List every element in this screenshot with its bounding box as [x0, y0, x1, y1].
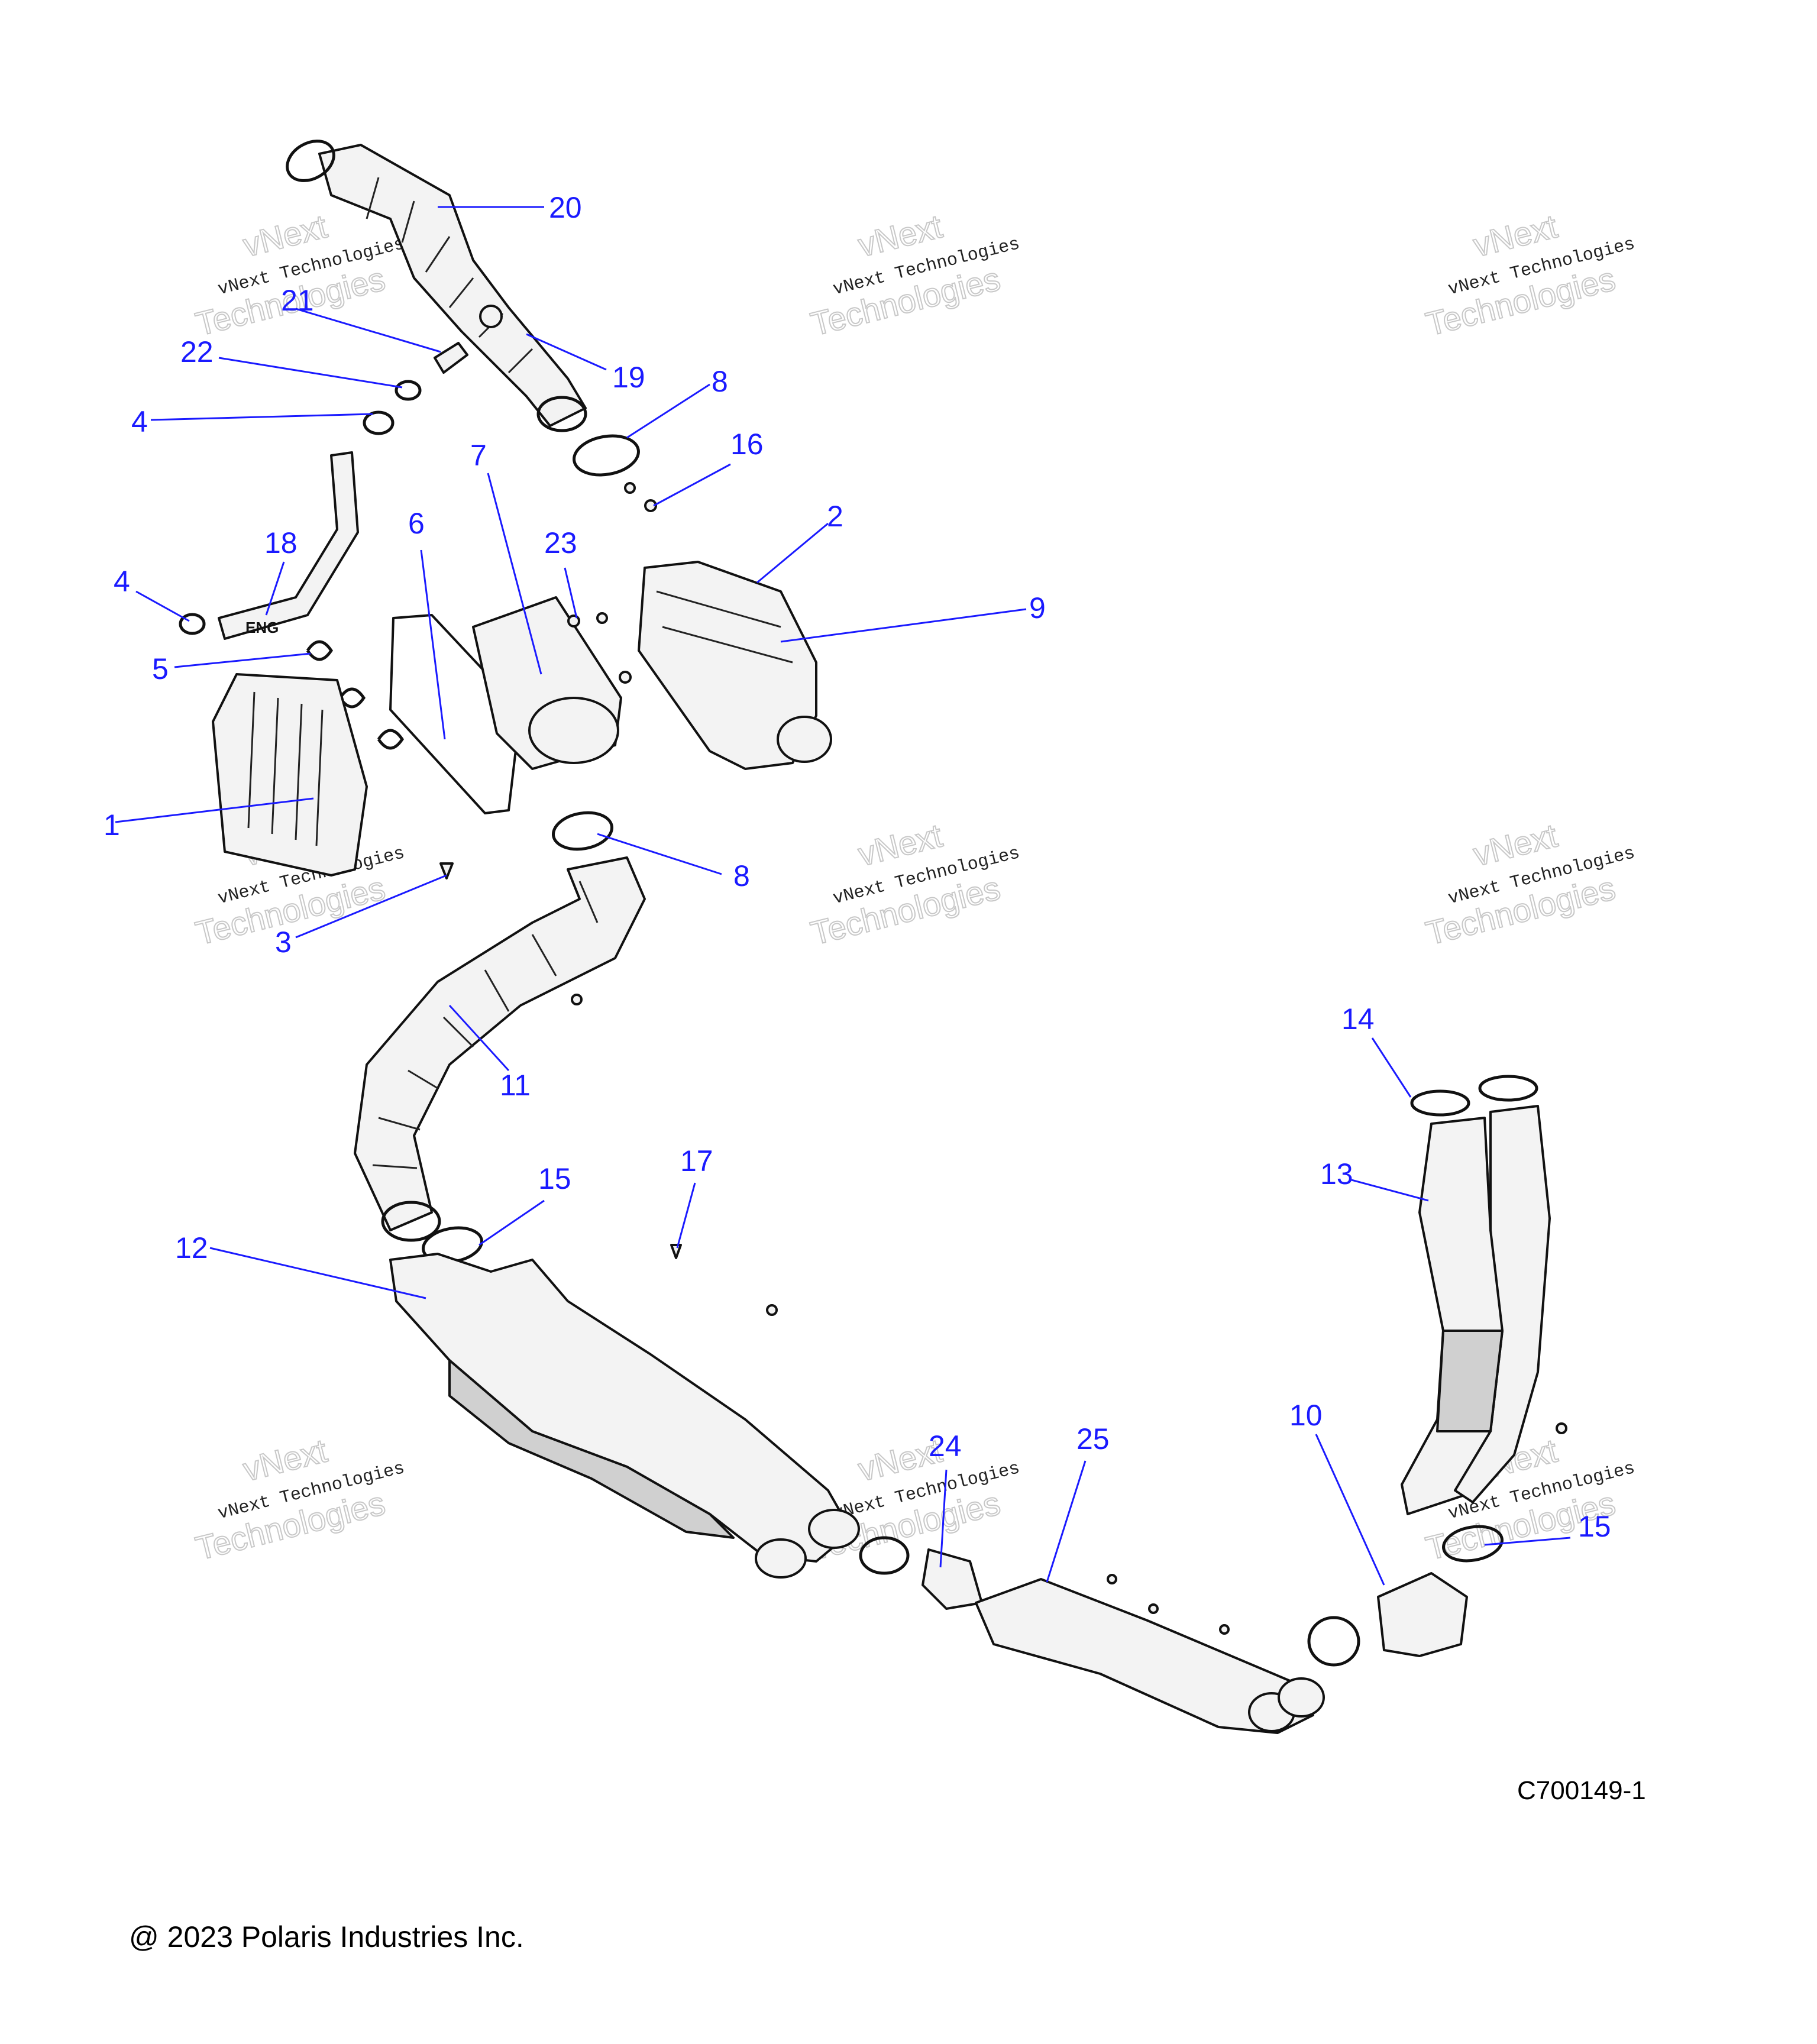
gasket — [389, 614, 522, 814]
callout-label: 15 — [538, 1162, 571, 1195]
callout-label: 8 — [733, 859, 750, 892]
leader-lines — [115, 206, 1571, 1586]
callout-label: 23 — [544, 526, 577, 559]
callout-label: 7 — [470, 439, 487, 472]
callout-label: 8 — [712, 365, 728, 398]
watermark: vNext vNext Technologies Technologies — [192, 1431, 407, 1567]
callout-label: 11 — [500, 1069, 531, 1102]
airbox-cover — [212, 673, 368, 877]
clamp-8-lower — [551, 811, 614, 851]
callout-label: 19 — [612, 361, 645, 394]
watermark: vNext vNext Technologies Technologies — [1422, 816, 1637, 952]
watermark: vNext vNext Technologies Technologies — [807, 206, 1022, 343]
callout-label: 4 — [131, 405, 148, 438]
callout-label: 14 — [1341, 1002, 1375, 1036]
air-filter — [472, 596, 622, 770]
callout-label: 2 — [827, 500, 843, 533]
callout-label: 21 — [281, 284, 314, 317]
watermarks: vNext vNext Technologies Technologies vN… — [192, 206, 1637, 1567]
fitting-21 — [434, 342, 468, 374]
watermark: vNext vNext Technologies Technologies — [807, 816, 1022, 952]
watermark: vNext vNext Technologies Technologies — [1422, 206, 1637, 343]
parts: ENG — [179, 140, 1567, 1734]
lower-twin-pipe — [975, 1578, 1325, 1734]
callout-label: 10 — [1289, 1399, 1323, 1432]
clamp-4-lower — [179, 613, 206, 635]
fasteners — [439, 482, 1567, 1635]
hose-marking: ENG — [245, 619, 279, 636]
intake-tube-upper — [286, 140, 587, 432]
clamp-22 — [395, 380, 422, 401]
copyright-text: @ 2023 Polaris Industries Inc. — [129, 1920, 524, 1954]
curved-duct — [354, 856, 646, 1242]
callout-label: 4 — [114, 565, 130, 598]
callout-label: 3 — [275, 926, 292, 959]
callout-label: 9 — [1029, 591, 1046, 625]
callout-label: 22 — [180, 335, 214, 368]
callout-label: 25 — [1076, 1422, 1110, 1456]
airbox-base — [638, 561, 832, 770]
adapter — [1307, 1572, 1468, 1667]
clamp-4-upper — [363, 410, 395, 435]
twin-duct — [389, 1253, 860, 1579]
callout-label: 13 — [1320, 1157, 1353, 1191]
callout-label: 17 — [680, 1144, 713, 1178]
callouts: 1 2 3 4 4 5 6 7 8 8 9 10 11 12 13 14 15 … — [104, 191, 1611, 1543]
callout-label: 20 — [549, 191, 582, 224]
diagram-code: C700149-1 — [1517, 1776, 1646, 1805]
callout-label: 6 — [408, 507, 425, 540]
clamp-15-right — [1442, 1525, 1504, 1563]
callout-label: 15 — [1578, 1510, 1611, 1543]
callout-label: 12 — [175, 1231, 208, 1264]
coupler — [859, 1536, 983, 1610]
vertical-twin-pipe — [1401, 1075, 1551, 1515]
breather-hose: ENG — [218, 451, 359, 640]
clips — [306, 640, 405, 750]
callout-label: 18 — [264, 526, 298, 559]
callout-label: 16 — [730, 428, 764, 461]
callout-label: 24 — [929, 1429, 962, 1463]
callout-label: 1 — [104, 808, 120, 842]
callout-label: 5 — [152, 652, 169, 685]
clamp-8-upper — [573, 434, 640, 477]
